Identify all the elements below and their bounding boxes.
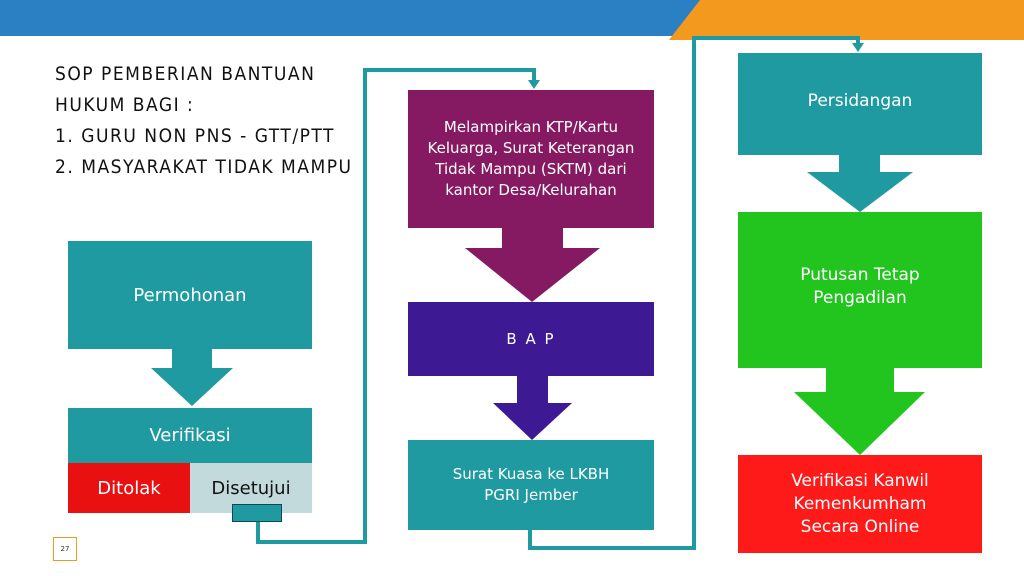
arrow-permohonan-to-verifikasi [151,349,233,406]
verifikasi-box: Verifikasi [68,408,312,463]
title-line-4: 2. MASYARAKAT TIDAK MAMPU [55,156,353,178]
connector-line-1 [256,68,536,544]
documents-box: Melampirkan KTP/Kartu Keluarga, Surat Ke… [408,90,654,228]
verifikasi-kanwil-label: Verifikasi Kanwil Kemenkumham Secara Onl… [791,470,929,537]
arrow-documents-to-bap [465,228,600,302]
connector-arrowhead-1 [528,80,540,89]
connector-arrowhead-2 [852,43,864,52]
title-line-2: HUKUM BAGI : [55,94,195,116]
header-blue-band [0,0,700,36]
putusan-label: Putusan Tetap Pengadilan [800,265,920,308]
surat-kuasa-label: Surat Kuasa ke LKBH PGRI Jember [452,465,610,504]
title-line-1: SOP PEMBERIAN BANTUAN [55,63,316,85]
bap-box: B A P [408,302,654,376]
permohonan-box: Permohonan [68,241,312,349]
ditolak-box: Ditolak [68,463,190,513]
putusan-box: Putusan Tetap Pengadilan [738,212,982,368]
persidangan-box: Persidangan [738,53,982,155]
connector-line-2 [528,36,860,550]
permohonan-label: Permohonan [133,284,247,306]
arrow-putusan-to-verifikasi-kanwil [794,368,925,455]
disetujui-connector-tab [232,504,282,522]
page-number: 27 [53,537,77,561]
persidangan-label: Persidangan [807,91,913,111]
header-white-strip [0,36,672,40]
disetujui-label: Disetujui [211,477,291,499]
arrow-persidangan-to-putusan [807,155,913,212]
arrow-bap-to-suratkuasa [493,376,572,440]
verifikasi-kanwil-box: Verifikasi Kanwil Kemenkumham Secara Onl… [738,455,982,553]
documents-label: Melampirkan KTP/Kartu Keluarga, Surat Ke… [427,118,635,199]
ditolak-label: Ditolak [97,477,161,499]
surat-kuasa-box: Surat Kuasa ke LKBH PGRI Jember [408,440,654,530]
verifikasi-label: Verifikasi [149,425,231,446]
title-line-3: 1. GURU NON PNS - GTT/PTT [55,125,335,147]
bap-label: B A P [506,330,556,348]
page-number-label: 27 [60,545,70,553]
